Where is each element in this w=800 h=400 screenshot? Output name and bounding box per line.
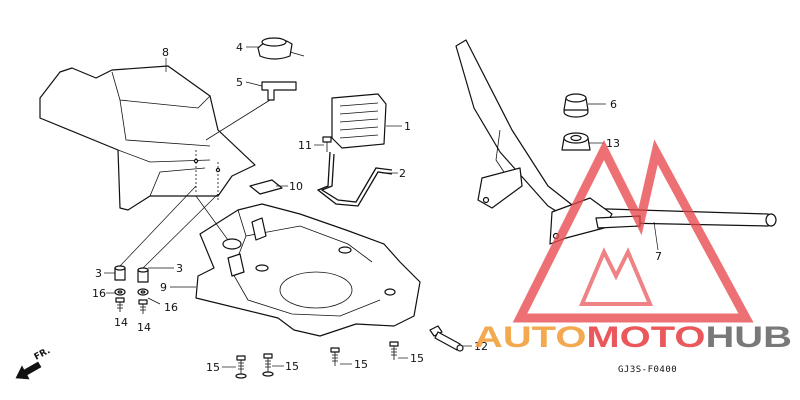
callout-11: 11 <box>298 139 312 152</box>
front-arrow-icon <box>15 361 42 380</box>
callout-10: 10 <box>289 180 303 193</box>
callout-6: 6 <box>610 98 617 111</box>
callout-16-left: 16 <box>92 287 106 300</box>
front-direction-indicator: FR. <box>15 346 52 380</box>
grommet-6-part <box>563 93 589 118</box>
callout-7: 7 <box>655 250 662 263</box>
callout-1: 1 <box>404 120 411 133</box>
leader-lines <box>104 46 659 368</box>
pad-part <box>249 179 283 195</box>
nut-13-part <box>561 132 591 151</box>
callout-3-left: 3 <box>95 267 102 280</box>
watermark-hub: HUB <box>705 321 792 354</box>
bolt-12-part <box>429 325 464 352</box>
lower-handle-cover-part <box>195 203 421 337</box>
callout-13: 13 <box>606 137 620 150</box>
callout-2: 2 <box>399 167 406 180</box>
horn-part <box>257 37 305 60</box>
callout-12: 12 <box>474 340 488 353</box>
callout-15-c: 15 <box>354 358 368 371</box>
watermark-moto: MOTO <box>586 321 705 354</box>
screw-15-b-part <box>262 353 274 377</box>
screw-11-part <box>322 136 332 152</box>
screw-14-left-part <box>115 297 125 312</box>
callout-14-left: 14 <box>114 316 128 329</box>
callout-15-b: 15 <box>285 360 299 373</box>
wire-stay-part <box>316 151 393 207</box>
front-direction-label: FR. <box>33 346 52 363</box>
diagram-code: GJ3S-F0400 <box>618 365 677 375</box>
collar-3-right-part <box>137 267 149 283</box>
callout-labels: 8 4 5 1 11 2 10 6 13 7 9 3 3 16 16 14 14… <box>92 41 662 374</box>
watermark-auto: AUTO <box>474 321 586 354</box>
callout-4: 4 <box>236 41 243 54</box>
bracket-part <box>205 81 297 141</box>
connector-block-part <box>331 93 387 149</box>
washer-16-left-part <box>114 288 126 296</box>
callout-15-a: 15 <box>206 361 220 374</box>
callout-3-right: 3 <box>176 262 183 275</box>
screw-14-right-part <box>138 299 148 314</box>
screw-15-a-part <box>235 355 247 379</box>
screw-15-c-part <box>330 347 340 366</box>
callout-16-right: 16 <box>164 301 178 314</box>
callout-8: 8 <box>162 46 169 59</box>
washer-16-right-part <box>137 288 149 296</box>
screw-15-d-part <box>389 341 399 360</box>
callout-5: 5 <box>236 76 243 89</box>
callout-9: 9 <box>160 281 167 294</box>
callout-14-right: 14 <box>137 321 151 334</box>
callout-15-d: 15 <box>410 352 424 365</box>
collar-3-left-part <box>114 265 126 281</box>
upper-handle-cover-part <box>39 65 256 211</box>
watermark-triangle-mark <box>512 139 754 323</box>
